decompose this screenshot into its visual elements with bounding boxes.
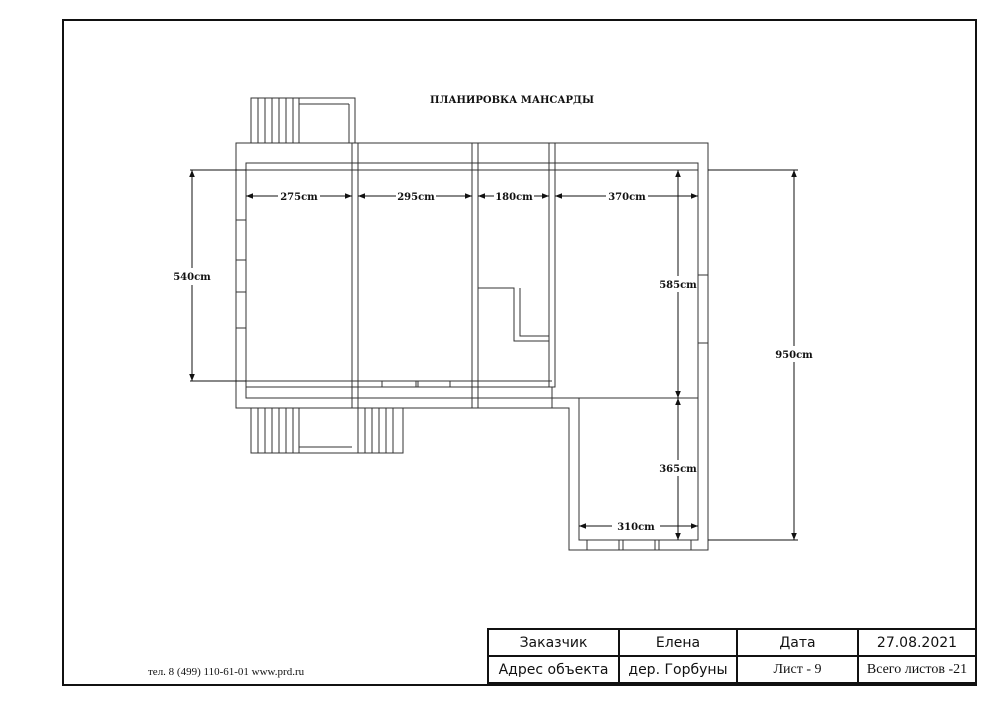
partition-1 (351, 142, 359, 409)
dimension-lines (189, 169, 798, 541)
stair-block (478, 287, 549, 342)
total-sheets: Всего листов -21 (857, 655, 977, 684)
inner-wall (245, 162, 699, 541)
customer-label: Заказчик (487, 628, 620, 657)
sheet-number: Лист - 9 (736, 655, 859, 684)
contact-line: тел. 8 (499) 110-61-01 www.prd.ru (148, 666, 305, 678)
address-value: дер. Горбуны (618, 655, 738, 684)
outer-wall (235, 142, 709, 551)
dim-room3-width: 180cm (495, 192, 533, 203)
address-label: Адрес объекта (487, 655, 620, 684)
bottom-porch (250, 407, 404, 454)
plan-title: ПЛАНИРОВКА МАНСАРДЫ (430, 95, 594, 106)
dim-room4-width: 370cm (608, 192, 646, 203)
date-label: Дата (736, 628, 859, 657)
dim-bottom-width: 310cm (617, 522, 655, 533)
sheet-border (62, 19, 977, 686)
top-balcony (250, 97, 356, 144)
date-value: 27.08.2021 (857, 628, 977, 657)
dim-total-height: 950cm (775, 350, 813, 361)
dim-room1-width: 275cm (280, 192, 318, 203)
customer-value: Елена (618, 628, 738, 657)
partition-3 (548, 142, 556, 388)
title-block: Заказчик Елена Дата 27.08.2021 Адрес объ… (487, 628, 977, 684)
partition-2 (471, 142, 479, 409)
dim-room2-width: 295cm (397, 192, 435, 203)
dim-right-upper-height: 585cm (659, 280, 697, 291)
dim-right-lower-height: 365cm (659, 464, 697, 475)
dim-left-height: 540cm (173, 272, 211, 283)
floor-plan (235, 97, 709, 551)
